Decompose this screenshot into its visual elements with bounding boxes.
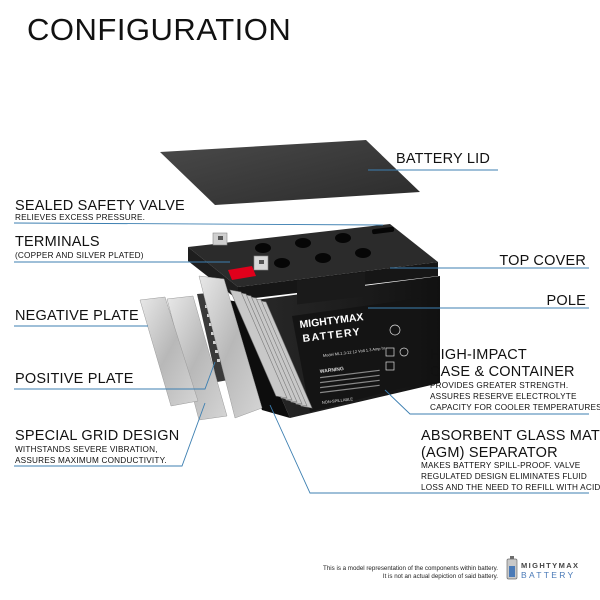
label-pole: POLE: [546, 293, 586, 309]
label-grid: SPECIAL GRID DESIGN: [15, 428, 180, 444]
leader-case: [384, 389, 589, 415]
label-case-sub2: ASSURES RESERVE ELECTROLYTE: [430, 392, 577, 401]
leader-safety-valve: [13, 222, 384, 226]
label-grid-sub2: ASSURES MAXIMUM CONDUCTIVITY.: [15, 456, 167, 465]
back-plate-graphic: [198, 275, 263, 419]
label-agm-sub3: LOSS AND THE NEED TO REFILL WITH ACID.: [421, 483, 600, 492]
leader-lines: [13, 169, 589, 494]
label-terminals-sub: (COPPER AND SILVER PLATED): [15, 251, 144, 260]
label-battery-lid: BATTERY LID: [396, 151, 491, 167]
label-negative-plate: NEGATIVE PLATE: [15, 308, 139, 324]
negative-plate-graphic: [139, 296, 199, 407]
battery-icon-logo: [506, 556, 518, 580]
label-case-sub3: CAPACITY FOR COOLER TEMPERATURES.: [430, 403, 600, 412]
label-case-line2: CASE & CONTAINER: [430, 364, 575, 380]
page-title: CONFIGURATION: [27, 12, 292, 47]
battery-lid: [160, 140, 420, 205]
terminals: [212, 232, 269, 280]
sticker-warning: WARNING: [320, 366, 345, 375]
label-case-sub1: PROVIDES GREATER STRENGTH.: [430, 381, 569, 390]
logo-battery: BATTERY: [521, 570, 576, 580]
label-terminals: TERMINALS: [15, 234, 100, 250]
label-top-cover: TOP COVER: [499, 253, 586, 269]
label-safety-valve: SEALED SAFETY VALVE: [15, 198, 185, 214]
label-agm-line1: ABSORBENT GLASS MAT: [421, 428, 600, 444]
footer-note-line2: It is not an actual depiction of said ba…: [382, 573, 498, 580]
footer-note-line1: This is a model representation of the co…: [323, 565, 498, 572]
logo-mightymax: MIGHTYMAX: [521, 561, 580, 570]
label-case-line1: HIGH-IMPACT: [430, 347, 527, 363]
label-positive-plate: POSITIVE PLATE: [15, 371, 134, 387]
label-agm-line2: (AGM) SEPARATOR: [421, 445, 558, 461]
label-agm-sub2: REGULATED DESIGN ELIMINATES FLUID: [421, 472, 587, 481]
label-agm-sub1: MAKES BATTERY SPILL-PROOF. VALVE: [421, 461, 581, 470]
leader-positive-plate: [14, 361, 216, 390]
label-safety-valve-sub: RELIEVES EXCESS PRESSURE.: [15, 213, 146, 222]
plate-stack: [229, 289, 313, 409]
sticker-nonspillable: NON-SPILLABLE: [322, 396, 354, 405]
leader-grid: [14, 402, 206, 467]
leader-agm: [269, 404, 589, 494]
label-grid-sub1: WITHSTANDS SEVERE VIBRATION,: [15, 445, 158, 454]
